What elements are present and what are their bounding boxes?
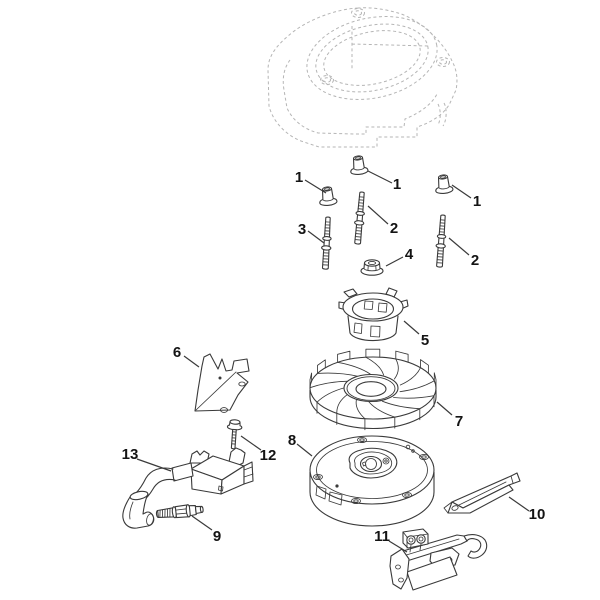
leader-line: [191, 515, 213, 531]
leader-line: [307, 230, 325, 244]
part-6-bracket: [194, 353, 250, 413]
housing-bolt-boss: [320, 8, 450, 85]
callout-5[interactable]: 5: [403, 320, 429, 349]
callout-label[interactable]: 1: [473, 193, 481, 210]
callout-label[interactable]: 13: [122, 446, 139, 463]
callout-10[interactable]: 10: [508, 496, 546, 523]
callout-11[interactable]: 11: [374, 528, 408, 553]
part-1-sleeve-center: [348, 154, 369, 176]
callout-1-right[interactable]: 1: [451, 184, 481, 210]
part-2-stud-right: [434, 214, 449, 268]
part-9-spark-plug: [155, 504, 204, 519]
callout-label[interactable]: 4: [405, 246, 414, 263]
part-11-brake-assembly: [389, 528, 488, 591]
leader-line: [451, 184, 472, 199]
callout-8[interactable]: 8: [288, 432, 313, 457]
leader-line: [183, 355, 200, 368]
disc-rim-holes: [313, 436, 429, 505]
part-13-ignition-coil: [122, 447, 254, 529]
callout-4[interactable]: 4: [385, 246, 414, 267]
leader-line: [403, 320, 420, 335]
callout-7[interactable]: 7: [436, 401, 463, 430]
part-8-cover-disc: [309, 435, 435, 527]
callout-label[interactable]: 1: [393, 176, 401, 193]
callout-label[interactable]: 11: [374, 528, 390, 545]
callout-2-center[interactable]: 2: [367, 205, 398, 237]
leader-line: [448, 237, 470, 256]
part-12-screw: [226, 419, 243, 450]
callout-label[interactable]: 9: [213, 528, 221, 545]
fan-housing-phantom: [267, 7, 458, 148]
callout-9[interactable]: 9: [191, 515, 221, 545]
leader-line: [304, 179, 327, 194]
callout-12[interactable]: 12: [240, 435, 277, 464]
leader-line: [136, 458, 172, 472]
callout-label[interactable]: 12: [260, 447, 277, 464]
leader-line: [508, 496, 530, 512]
callout-1-left[interactable]: 1: [295, 169, 327, 194]
part-10-wedge: [443, 472, 521, 514]
callout-6[interactable]: 6: [173, 344, 200, 368]
callout-label[interactable]: 10: [529, 506, 546, 523]
part-7-flywheel: [309, 348, 437, 431]
part-5-starter-cup: [338, 287, 409, 342]
callout-13[interactable]: 13: [122, 446, 172, 472]
callout-label[interactable]: 5: [421, 332, 429, 349]
part-1-sleeve-right: [433, 173, 454, 195]
part-2-stud-center: [352, 191, 368, 245]
callout-label[interactable]: 7: [455, 413, 463, 430]
callout-label[interactable]: 2: [471, 252, 479, 269]
callouts: 1 1 1 2 2 3 4 5: [122, 169, 546, 553]
callout-label[interactable]: 8: [288, 432, 296, 449]
callout-label[interactable]: 2: [390, 220, 398, 237]
callout-label[interactable]: 1: [295, 169, 303, 186]
leader-line: [436, 401, 453, 416]
leader-line: [240, 435, 262, 451]
leader-line: [367, 205, 389, 225]
callout-label[interactable]: 6: [173, 344, 181, 361]
leader-line: [367, 170, 393, 184]
callout-2-right[interactable]: 2: [448, 237, 479, 269]
callout-1-center[interactable]: 1: [367, 170, 401, 193]
spark-plug-boot: [122, 490, 155, 529]
part-3-stud: [319, 216, 333, 270]
part-1-sleeve-left: [317, 185, 338, 207]
leader-line: [388, 540, 408, 553]
leader-line: [296, 443, 313, 457]
part-4-flange-nut: [360, 259, 384, 276]
callout-3[interactable]: 3: [298, 221, 325, 244]
callout-label[interactable]: 3: [298, 221, 306, 238]
leader-line: [385, 256, 404, 267]
